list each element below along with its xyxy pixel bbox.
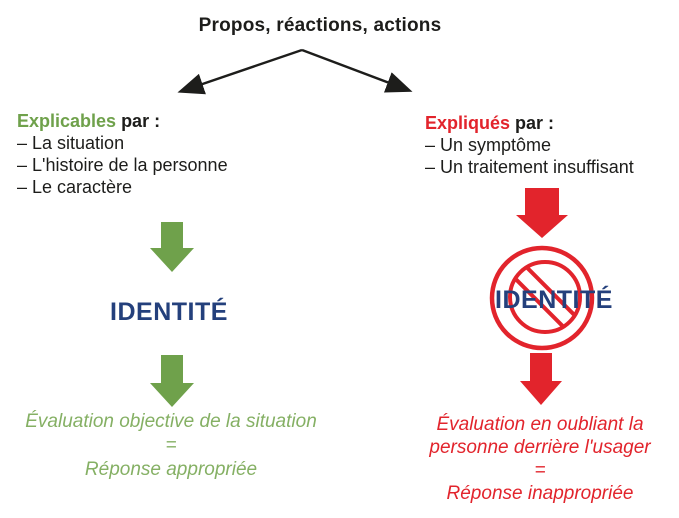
right-branch: Expliqués par : – Un symptôme – Un trait… bbox=[425, 112, 675, 178]
prohibition-circle-icon bbox=[489, 245, 595, 351]
fork-arrows-icon bbox=[177, 48, 413, 95]
red-down-arrow-icon bbox=[516, 188, 568, 238]
left-conclusion-line: Évaluation objective de la situation bbox=[25, 411, 317, 432]
right-heading-rest: par : bbox=[510, 113, 555, 133]
right-identity-label: IDENTITÉ bbox=[495, 286, 613, 314]
right-conclusion-line: Évaluation en oubliant la bbox=[436, 414, 644, 435]
left-branch-heading: Explicables par : bbox=[17, 110, 317, 132]
green-down-arrow-icon bbox=[150, 355, 194, 407]
diagram-title: Propos, réactions, actions bbox=[198, 15, 442, 36]
red-down-arrow-icon bbox=[520, 353, 562, 405]
green-down-arrow-icon bbox=[150, 222, 194, 272]
left-heading-highlight: Explicables bbox=[17, 111, 117, 131]
left-conclusion: Évaluation objective de la situation = R… bbox=[10, 410, 332, 482]
left-list-item: – L'histoire de la personne bbox=[17, 155, 228, 175]
left-identity-label: IDENTITÉ bbox=[110, 298, 228, 326]
left-heading-rest: par : bbox=[116, 111, 161, 131]
right-list-item: – Un traitement insuffisant bbox=[425, 157, 634, 177]
right-conclusion: Évaluation en oubliant la personne derri… bbox=[396, 413, 679, 505]
left-conclusion-line: Réponse appropriée bbox=[84, 459, 258, 480]
left-branch: Explicables par : – La situation – L'his… bbox=[17, 110, 317, 198]
left-list-item: – La situation bbox=[17, 133, 125, 153]
right-heading-highlight: Expliqués bbox=[425, 113, 511, 133]
right-conclusion-line: = bbox=[534, 460, 546, 481]
left-list-item: – Le caractère bbox=[17, 177, 133, 197]
right-conclusion-line: personne derrière l'usager bbox=[429, 437, 651, 458]
right-branch-heading: Expliqués par : bbox=[425, 112, 675, 134]
right-conclusion-line: Réponse inappropriée bbox=[446, 483, 634, 504]
left-conclusion-line: = bbox=[165, 435, 177, 456]
right-list-item: – Un symptôme bbox=[425, 135, 552, 155]
